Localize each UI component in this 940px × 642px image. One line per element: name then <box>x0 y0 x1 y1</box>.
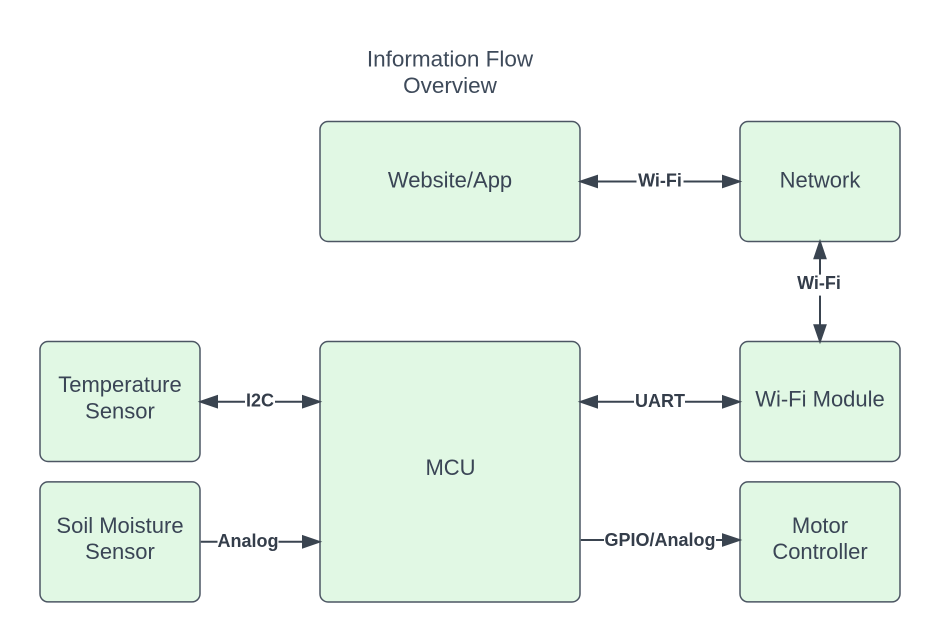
svg-text:Sensor: Sensor <box>85 539 155 564</box>
svg-text:Network: Network <box>780 168 862 193</box>
svg-text:I2C: I2C <box>246 391 274 411</box>
svg-text:MCU: MCU <box>425 455 475 480</box>
svg-text:GPIO/Analog: GPIO/Analog <box>604 530 715 550</box>
svg-text:Soil Moisture: Soil Moisture <box>56 513 183 538</box>
svg-text:Wi-Fi Module: Wi-Fi Module <box>755 386 885 411</box>
svg-text:Website/App: Website/App <box>388 168 512 193</box>
svg-text:Temperature: Temperature <box>58 372 182 397</box>
svg-text:Analog: Analog <box>218 531 279 551</box>
svg-text:UART: UART <box>635 391 685 411</box>
svg-text:Controller: Controller <box>772 539 867 564</box>
svg-text:Information Flow: Information Flow <box>367 47 534 72</box>
svg-text:Overview: Overview <box>403 73 498 98</box>
svg-text:Sensor: Sensor <box>85 399 155 424</box>
svg-text:Motor: Motor <box>792 513 848 538</box>
svg-text:Wi-Fi: Wi-Fi <box>797 273 841 293</box>
svg-text:Wi-Fi: Wi-Fi <box>638 171 682 191</box>
